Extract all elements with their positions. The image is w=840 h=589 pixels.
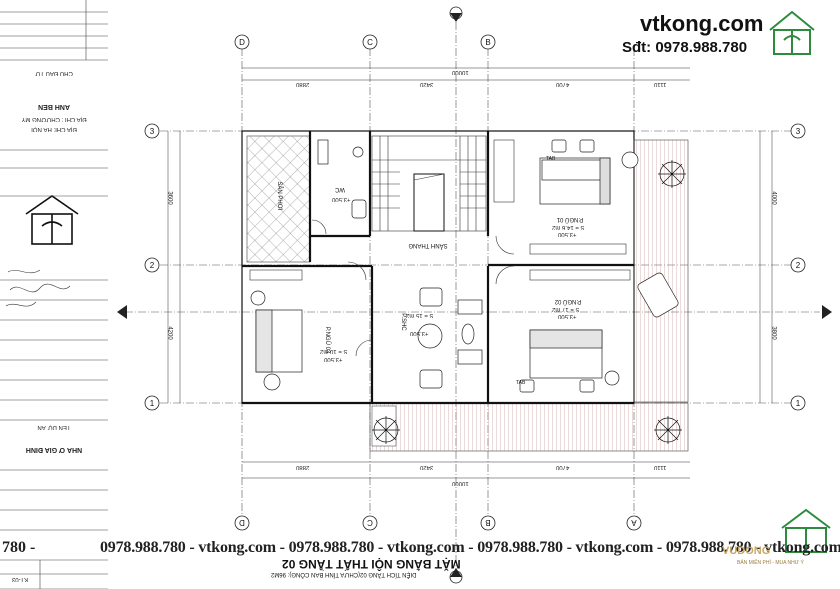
title-owner-heading: CHỦ ĐẦU TƯ (35, 70, 73, 76)
room-labels: SÂN PHƠI WC SẢNH THANG P.NGỦ 01 P.NGỦ 02… (276, 156, 583, 386)
title-project-label: TÊN DỰ ÁN (37, 424, 71, 430)
svg-text:P.SHC: P.SHC (400, 313, 406, 331)
drawing-title: MẶT BẰNG NỘI THẤT TẦNG 02 (282, 557, 461, 571)
svg-text:P.NGỦ 03: P.NGỦ 03 (324, 327, 331, 354)
dimension-right-1: 4000 (770, 191, 777, 205)
room-area-shc: S = 15 m2 (406, 312, 434, 318)
svg-text:B: B (485, 518, 490, 527)
vtkong-logo-bottom (781, 508, 831, 553)
dimension-lines (167, 67, 773, 479)
svg-text:1: 1 (796, 399, 801, 408)
dimension-bottom-2: 3420 (420, 464, 434, 470)
svg-text:D: D (239, 518, 245, 527)
title-block-logo (25, 195, 79, 245)
svg-text:SẢNH THANG: SẢNH THANG (408, 242, 448, 249)
balcony-chair (637, 272, 679, 318)
dimension-left-2: 4200 (166, 326, 173, 340)
dimension-top-total: 10000 (452, 69, 469, 75)
title-block-lines (0, 0, 108, 589)
dimension-left-1: 3600 (166, 191, 173, 205)
room-level-02: +3.500 (558, 313, 577, 319)
wardrobes (249, 139, 631, 281)
svg-text:2: 2 (150, 261, 155, 270)
bed-03 (250, 290, 303, 391)
title-drawing-code: KT-03 (12, 576, 29, 582)
bed-01 (539, 139, 639, 205)
staircase (371, 135, 487, 232)
vtkong-logo (769, 10, 815, 55)
room-area-02: S = 17 m2 (552, 306, 580, 312)
title-owner-name: ANH BẾN (38, 103, 70, 110)
dimension-bottom-total: 10000 (452, 480, 469, 486)
watermark-strip: 0978.988.780 - vtkong.com - 0978.988.780… (100, 539, 840, 556)
room-area-01: S = 14.6 m2 (552, 224, 585, 230)
balcony-bottom (369, 402, 689, 452)
grid-bubbles: D C B D C B A 3 2 1 3 2 1 (144, 6, 806, 584)
grid-lines (125, 22, 820, 575)
room-level-wc: +3.500 (332, 196, 351, 202)
svg-text:2: 2 (796, 261, 801, 270)
vudong-tagline: BẢN MIỄN PHÍ - MUA NHƯ Ý (737, 560, 804, 566)
svg-text:3: 3 (150, 127, 155, 136)
wc-fixtures (317, 139, 367, 219)
title-project-name: NHÀ Ở GIA ĐÌNH (25, 446, 83, 453)
svg-text:3: 3 (796, 127, 801, 136)
svg-text:B: B (485, 38, 490, 47)
interior-walls (242, 131, 634, 405)
svg-text:WC: WC (334, 186, 345, 192)
drawing-subtitle: DIỆN TÍCH TẦNG 02(CHƯA TÍNH BAN CÔNG): 9… (271, 571, 417, 577)
dimension-top-4: 1110 (654, 81, 667, 87)
room-level-01: +3.500 (558, 231, 577, 237)
dimension-top-3: 4700 (556, 81, 570, 87)
doors (311, 219, 515, 357)
svg-text:C: C (367, 38, 373, 47)
dimension-bottom-3: 4700 (556, 464, 570, 470)
svg-text:C: C (367, 518, 373, 527)
bed-02 (519, 329, 620, 393)
watermark-left: 780 - (2, 539, 36, 556)
dimension-bottom-1: 2880 (296, 464, 310, 470)
room-level-03: +3.500 (324, 356, 343, 362)
svg-text:TAB: TAB (516, 380, 526, 386)
title-address-line1: ĐỊA CHỈ : CHƯƠNG MỸ (21, 116, 87, 122)
brand-url: vtkong.com (640, 11, 764, 36)
dimension-bottom-4: 1110 (654, 464, 667, 470)
room-area-03: S = 10 m2 (320, 348, 348, 354)
svg-text:1: 1 (150, 399, 155, 408)
dimension-top-2: 3420 (420, 81, 434, 87)
potted-plants (372, 160, 686, 444)
svg-text:A: A (631, 518, 637, 527)
lounge-furniture (417, 287, 483, 389)
svg-text:D: D (239, 38, 245, 47)
signatures (5, 269, 71, 307)
svg-text:P.NGỦ 02: P.NGỦ 02 (554, 298, 581, 305)
title-address-line2: ĐỊA CHỈ: HÀ NỘI (31, 126, 77, 132)
room-level-shc: +3.500 (410, 330, 429, 336)
dimension-top-1: 2880 (296, 81, 310, 87)
svg-text:P.NGỦ 01: P.NGỦ 01 (556, 216, 583, 223)
vudong-logo-text: VUDONG (722, 545, 771, 557)
svg-text:SÂN PHƠI: SÂN PHƠI (276, 181, 283, 210)
brand-phone: Sđt: 0978.988.780 (622, 39, 748, 56)
dimension-right-2: 3800 (770, 326, 777, 340)
svg-text:TAB: TAB (546, 156, 556, 162)
